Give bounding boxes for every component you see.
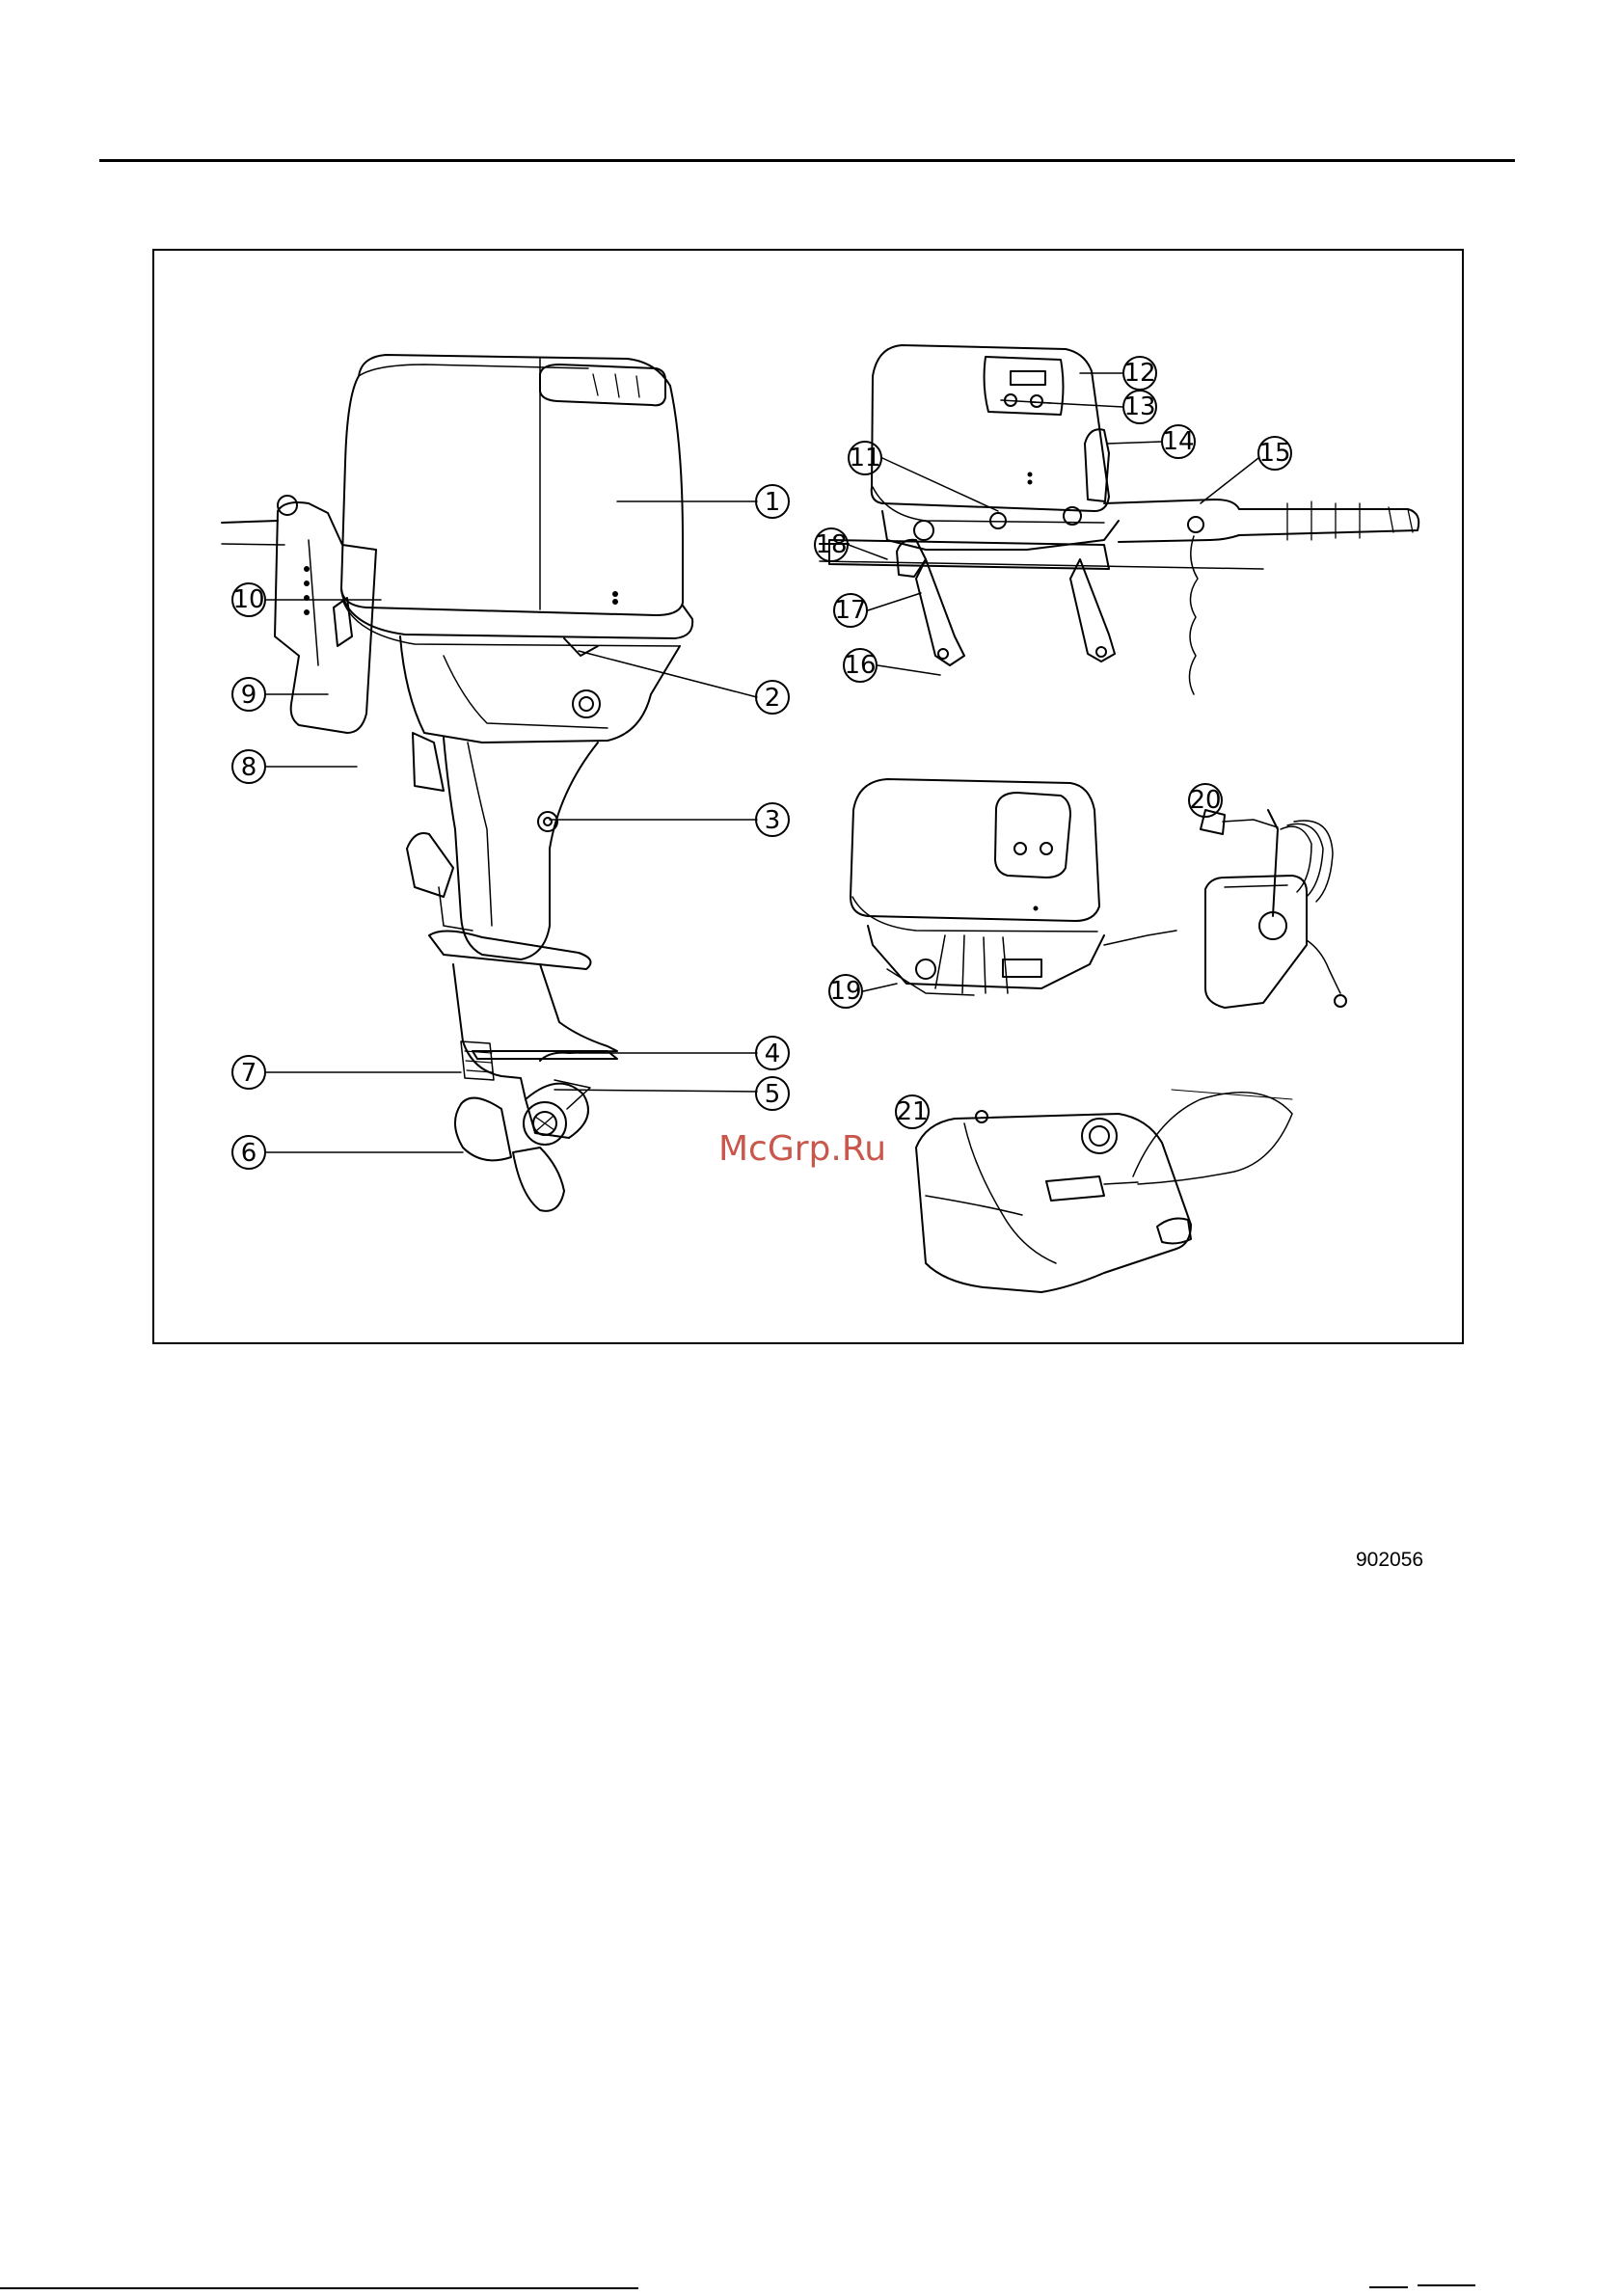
parts-illustration: 1 2 3 4 5 6 7 8 9 10 11 12 13 14 15 16 1… <box>154 251 1466 1346</box>
callout-13: 13 <box>1123 391 1156 423</box>
svg-text:6: 6 <box>241 1139 257 1168</box>
svg-text:9: 9 <box>241 681 257 710</box>
svg-text:21: 21 <box>896 1097 928 1126</box>
svg-text:11: 11 <box>849 444 880 473</box>
svg-text:2: 2 <box>765 684 781 713</box>
svg-text:5: 5 <box>765 1080 781 1109</box>
figure-code: 902056 <box>1356 1549 1423 1572</box>
callout-9: 9 <box>232 678 265 711</box>
header-rule <box>99 159 1515 162</box>
remote-control-motor-illustration <box>851 779 1176 995</box>
svg-text:10: 10 <box>232 585 264 614</box>
footer-mark <box>1369 2282 1485 2289</box>
remote-control-box-illustration <box>1201 810 1346 1008</box>
watermark: McGrp.Ru <box>718 1126 911 1175</box>
callout-2: 2 <box>756 681 789 714</box>
svg-text:15: 15 <box>1258 439 1290 468</box>
callout-16: 16 <box>844 649 877 682</box>
callout-15: 15 <box>1258 437 1291 470</box>
callout-18: 18 <box>815 528 848 561</box>
svg-text:McGrp.Ru: McGrp.Ru <box>718 1129 886 1169</box>
callout-19: 19 <box>829 975 862 1008</box>
callout-10: 10 <box>232 583 265 616</box>
svg-text:12: 12 <box>1123 359 1155 388</box>
svg-text:19: 19 <box>829 977 861 1006</box>
callout-17: 17 <box>834 594 867 627</box>
callout-8: 8 <box>232 750 265 783</box>
callout-1: 1 <box>756 485 789 518</box>
svg-text:8: 8 <box>241 753 257 782</box>
svg-text:16: 16 <box>844 651 876 680</box>
svg-text:4: 4 <box>765 1040 781 1068</box>
callout-20: 20 <box>1189 784 1222 817</box>
callout-4: 4 <box>756 1037 789 1069</box>
callouts: 1 2 3 4 5 6 7 8 9 10 11 12 13 14 15 16 1… <box>232 357 1291 1169</box>
svg-text:20: 20 <box>1189 786 1221 815</box>
svg-text:1: 1 <box>765 488 781 517</box>
callout-3: 3 <box>756 803 789 836</box>
svg-text:13: 13 <box>1123 392 1155 421</box>
fuel-tank-illustration <box>916 1090 1292 1292</box>
svg-text:14: 14 <box>1162 427 1194 456</box>
callout-7: 7 <box>232 1056 265 1089</box>
parts-figure: 1 2 3 4 5 6 7 8 9 10 11 12 13 14 15 16 1… <box>152 249 1464 1344</box>
callout-14: 14 <box>1162 425 1195 458</box>
callout-12: 12 <box>1123 357 1156 390</box>
svg-text:17: 17 <box>834 596 866 625</box>
callout-11: 11 <box>849 442 881 474</box>
tiller-handle-illustration <box>820 345 1418 694</box>
footer-rule <box>0 2287 638 2289</box>
svg-text:18: 18 <box>815 530 847 559</box>
svg-text:3: 3 <box>765 806 781 835</box>
callout-21: 21 <box>896 1095 929 1128</box>
svg-text:7: 7 <box>241 1059 257 1088</box>
outboard-motor-illustration <box>222 355 692 1211</box>
callout-6: 6 <box>232 1136 265 1169</box>
callout-5: 5 <box>756 1077 789 1110</box>
